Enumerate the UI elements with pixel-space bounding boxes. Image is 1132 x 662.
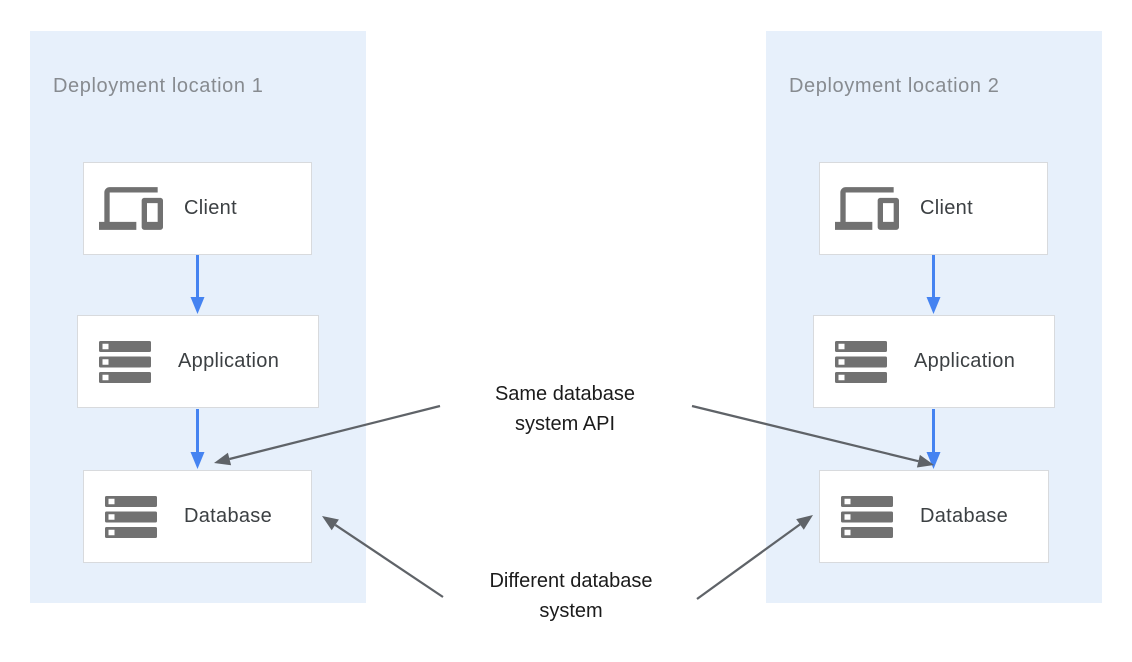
panel-title-1: Deployment location 1 xyxy=(53,75,264,97)
node-label-database-1: Database xyxy=(184,505,273,527)
annotation-line: system API xyxy=(514,413,616,435)
devices-icon xyxy=(98,187,164,230)
panel-title-2: Deployment location 2 xyxy=(789,75,1000,97)
annotation-same-database-system-api: Same database system API xyxy=(415,379,715,439)
node-label-client-1: Client xyxy=(184,197,237,219)
node-client-1: Client xyxy=(83,162,312,255)
node-application-2: Application xyxy=(813,315,1055,408)
node-database-1: Database xyxy=(83,470,312,563)
devices-icon xyxy=(834,187,900,230)
annotation-line: system xyxy=(539,600,603,622)
server-stack-icon xyxy=(834,495,900,538)
server-stack-icon xyxy=(828,340,894,383)
node-application-1: Application xyxy=(77,315,319,408)
node-label-client-2: Client xyxy=(920,197,973,219)
node-label-database-2: Database xyxy=(920,505,1009,527)
node-label-application-2: Application xyxy=(914,350,1016,372)
annotation-line: Different database xyxy=(489,570,653,592)
annotation-different-database-system: Different database system xyxy=(421,566,721,626)
annotation-line: Same database xyxy=(494,383,636,405)
node-database-2: Database xyxy=(819,470,1049,563)
node-label-application-1: Application xyxy=(178,350,280,372)
node-client-2: Client xyxy=(819,162,1048,255)
server-stack-icon xyxy=(92,340,158,383)
server-stack-icon xyxy=(98,495,164,538)
